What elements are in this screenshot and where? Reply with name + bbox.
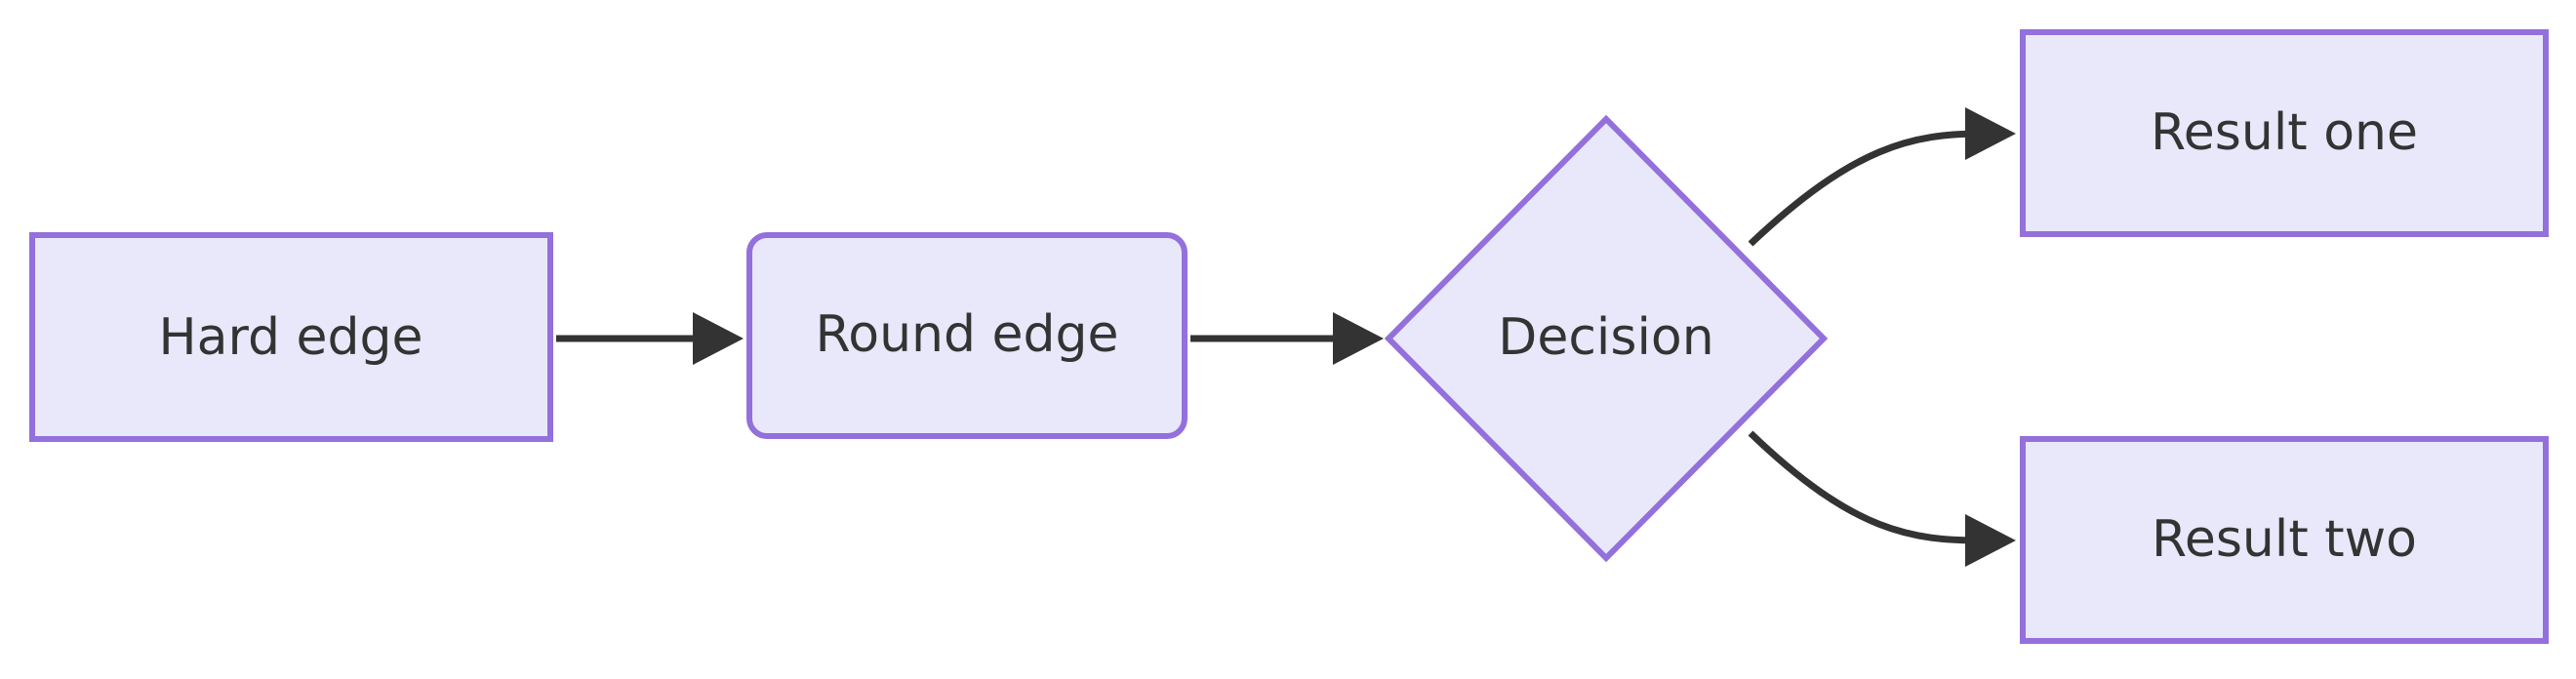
node-round-edge-label: Round edge [815, 305, 1118, 364]
node-layer: Hard edge Round edge Decision Result one… [29, 29, 2549, 644]
edge-line [1748, 430, 1984, 544]
node-hard-edge[interactable]: Hard edge [29, 232, 553, 442]
edge-decision-to-result-one[interactable] [1748, 107, 2016, 247]
edge-decision-to-result-two[interactable] [1748, 430, 2016, 567]
node-round-edge[interactable]: Round edge [746, 232, 1187, 439]
node-result-two-shape [2020, 436, 2549, 644]
node-result-one-shape [2020, 29, 2549, 237]
arrow-head-icon [1333, 312, 1384, 365]
node-result-two[interactable]: Result two [2020, 436, 2549, 644]
node-decision[interactable]: Decision [1384, 114, 1829, 563]
node-decision-shape [1384, 114, 1829, 563]
edge-round-edge-to-decision[interactable] [1190, 312, 1384, 365]
edge-line [1748, 130, 1984, 247]
node-hard-edge-label: Hard edge [159, 308, 423, 367]
edge-hard-edge-to-round-edge[interactable] [556, 312, 744, 365]
edge-layer [556, 107, 2016, 567]
node-result-one-label: Result one [2151, 103, 2418, 162]
arrow-head-icon [1965, 514, 2016, 567]
node-result-two-label: Result two [2152, 510, 2417, 569]
node-decision-label: Decision [1498, 308, 1713, 367]
node-result-one[interactable]: Result one [2020, 29, 2549, 237]
arrow-head-icon [693, 312, 744, 365]
node-round-edge-shape [746, 232, 1187, 439]
arrow-head-icon [1965, 107, 2016, 160]
node-hard-edge-shape [29, 232, 553, 442]
